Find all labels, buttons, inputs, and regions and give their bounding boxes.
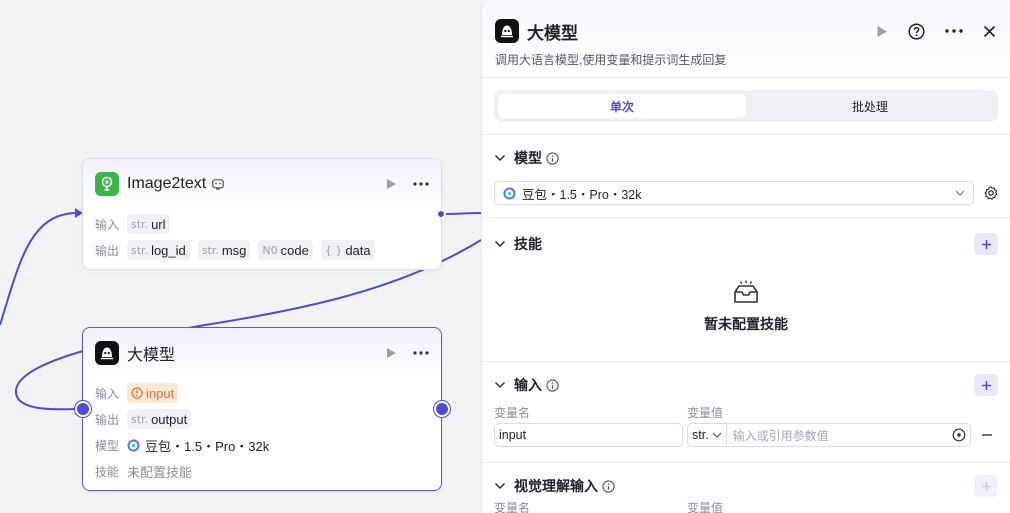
close-icon[interactable] bbox=[983, 25, 996, 38]
col-var-name: 变量名 bbox=[494, 502, 531, 513]
llm-model-row: 模型 豆包・1.5・Pro・32k bbox=[95, 432, 429, 458]
model-label: 模型 bbox=[95, 438, 120, 453]
param-tag: { }data bbox=[320, 240, 375, 260]
llm-node[interactable]: 大模型 输入 input 输出 bbox=[75, 327, 450, 491]
empty-box-icon bbox=[731, 280, 761, 306]
llm-node-header: 大模型 bbox=[83, 328, 441, 378]
skills-empty-text: 暂未配置技能 bbox=[704, 316, 788, 332]
model-value: 豆包・1.5・Pro・32k bbox=[145, 438, 270, 454]
more-icon[interactable] bbox=[945, 29, 963, 33]
param-tag-warning: input bbox=[127, 383, 179, 403]
llm-input-row: 输入 input bbox=[95, 380, 429, 406]
param-tag: str.output bbox=[127, 409, 192, 429]
output-label: 输出 bbox=[95, 243, 120, 258]
minus-icon[interactable] bbox=[981, 434, 993, 436]
skills-section: 技能 暂未配置技能 bbox=[482, 218, 1010, 362]
info-icon[interactable] bbox=[602, 479, 615, 493]
variable-icon[interactable] bbox=[952, 428, 966, 442]
info-icon[interactable] bbox=[546, 378, 559, 392]
warning-icon bbox=[131, 387, 143, 399]
image2text-input-row: 输入 str.url bbox=[95, 211, 429, 237]
add-input-button[interactable] bbox=[974, 374, 998, 396]
col-var-value: 变量值 bbox=[687, 502, 724, 513]
play-icon[interactable] bbox=[385, 178, 397, 190]
param-tag: str.log_id bbox=[127, 240, 190, 260]
mode-tabs: 单次 批处理 bbox=[494, 90, 998, 122]
add-vision-input-button[interactable] bbox=[974, 475, 998, 497]
tab-batch[interactable]: 批处理 bbox=[851, 99, 888, 114]
param-tag: str.msg bbox=[197, 240, 251, 260]
llm-output-row: 输出 str.output bbox=[95, 406, 429, 432]
skill-label: 技能 bbox=[95, 464, 120, 479]
chevron-down-icon[interactable] bbox=[494, 240, 508, 248]
chevron-down-icon[interactable] bbox=[494, 154, 508, 162]
input-section: 输入 变量名 变量值 input str. 输入或引用参数值 bbox=[482, 362, 1010, 463]
var-value-input[interactable]: 输入或引用参数值 bbox=[732, 428, 829, 443]
edge-image2text-to-llm[interactable] bbox=[440, 212, 482, 215]
input-columns: 变量名 变量值 bbox=[494, 402, 998, 422]
image2text-node-icon bbox=[95, 172, 119, 196]
doubao-icon bbox=[127, 439, 140, 452]
info-icon[interactable] bbox=[546, 151, 559, 165]
panel-header: 大模型 调用大语言模型,使用变量和提示词生成回复 bbox=[482, 0, 1010, 78]
llm-node-title: 大模型 bbox=[127, 347, 176, 364]
section-title: 输入 bbox=[514, 377, 542, 393]
section-title: 技能 bbox=[514, 236, 542, 252]
llm-skill-row: 技能 未配置技能 bbox=[95, 458, 429, 484]
vision-columns: 变量名 变量值 bbox=[494, 502, 998, 513]
chevron-down-icon[interactable] bbox=[494, 381, 508, 389]
llm-output-port[interactable] bbox=[434, 401, 450, 417]
llm-input-port[interactable] bbox=[75, 401, 91, 417]
play-icon[interactable] bbox=[385, 347, 397, 359]
section-title: 模型 bbox=[514, 150, 542, 166]
type-select[interactable]: str. bbox=[688, 424, 727, 446]
image2text-node[interactable]: Image2text 输入 str.url 输出 str.log_id bbox=[82, 158, 446, 270]
skill-value: 未配置技能 bbox=[127, 464, 193, 480]
panel-description[interactable]: 调用大语言模型,使用变量和提示词生成回复 bbox=[495, 53, 727, 67]
add-skill-button[interactable] bbox=[974, 233, 998, 255]
edge-start-to-image2text[interactable] bbox=[0, 212, 76, 326]
image2text-node-header: Image2text bbox=[83, 159, 441, 209]
section-title: 视觉理解输入 bbox=[514, 478, 598, 494]
model-select[interactable]: 豆包・1.5・Pro・32k bbox=[494, 181, 974, 205]
model-section: 模型 豆包・1.5・Pro・32k bbox=[482, 135, 1010, 218]
llm-node-icon bbox=[495, 19, 519, 43]
image2text-output-port[interactable] bbox=[436, 209, 446, 219]
gear-icon[interactable] bbox=[984, 186, 998, 200]
chevron-down-icon bbox=[712, 432, 722, 438]
node-config-panel: 大模型 调用大语言模型,使用变量和提示词生成回复 单次 批处理 bbox=[481, 0, 1010, 513]
var-name-field[interactable]: input bbox=[494, 423, 683, 447]
model-select-value: 豆包・1.5・Pro・32k bbox=[522, 187, 642, 202]
badge-icon bbox=[212, 178, 226, 190]
llm-node-icon bbox=[95, 341, 119, 365]
chevron-down-icon[interactable] bbox=[494, 482, 508, 490]
edge-arrow-image2text bbox=[75, 208, 83, 218]
panel-title[interactable]: 大模型 bbox=[527, 23, 578, 43]
col-var-name: 变量名 bbox=[494, 405, 531, 420]
vision-input-section: 视觉理解输入 变量名 变量值 bbox=[482, 463, 1010, 513]
tab-single[interactable]: 单次 bbox=[498, 94, 746, 118]
help-icon[interactable] bbox=[908, 22, 925, 40]
more-icon[interactable] bbox=[413, 182, 429, 186]
input-label: 输入 bbox=[95, 386, 120, 401]
input-label: 输入 bbox=[95, 217, 120, 232]
var-value-field: str. 输入或引用参数值 bbox=[687, 423, 971, 447]
param-tag: str.url bbox=[127, 214, 170, 234]
input-row: input str. 输入或引用参数值 bbox=[494, 423, 998, 462]
chevron-down-icon bbox=[955, 190, 965, 196]
more-icon[interactable] bbox=[413, 351, 429, 355]
image2text-node-title: Image2text bbox=[127, 175, 207, 192]
col-var-value: 变量值 bbox=[687, 405, 724, 420]
output-label: 输出 bbox=[95, 412, 120, 427]
play-icon[interactable] bbox=[876, 25, 888, 38]
doubao-icon bbox=[503, 187, 516, 200]
